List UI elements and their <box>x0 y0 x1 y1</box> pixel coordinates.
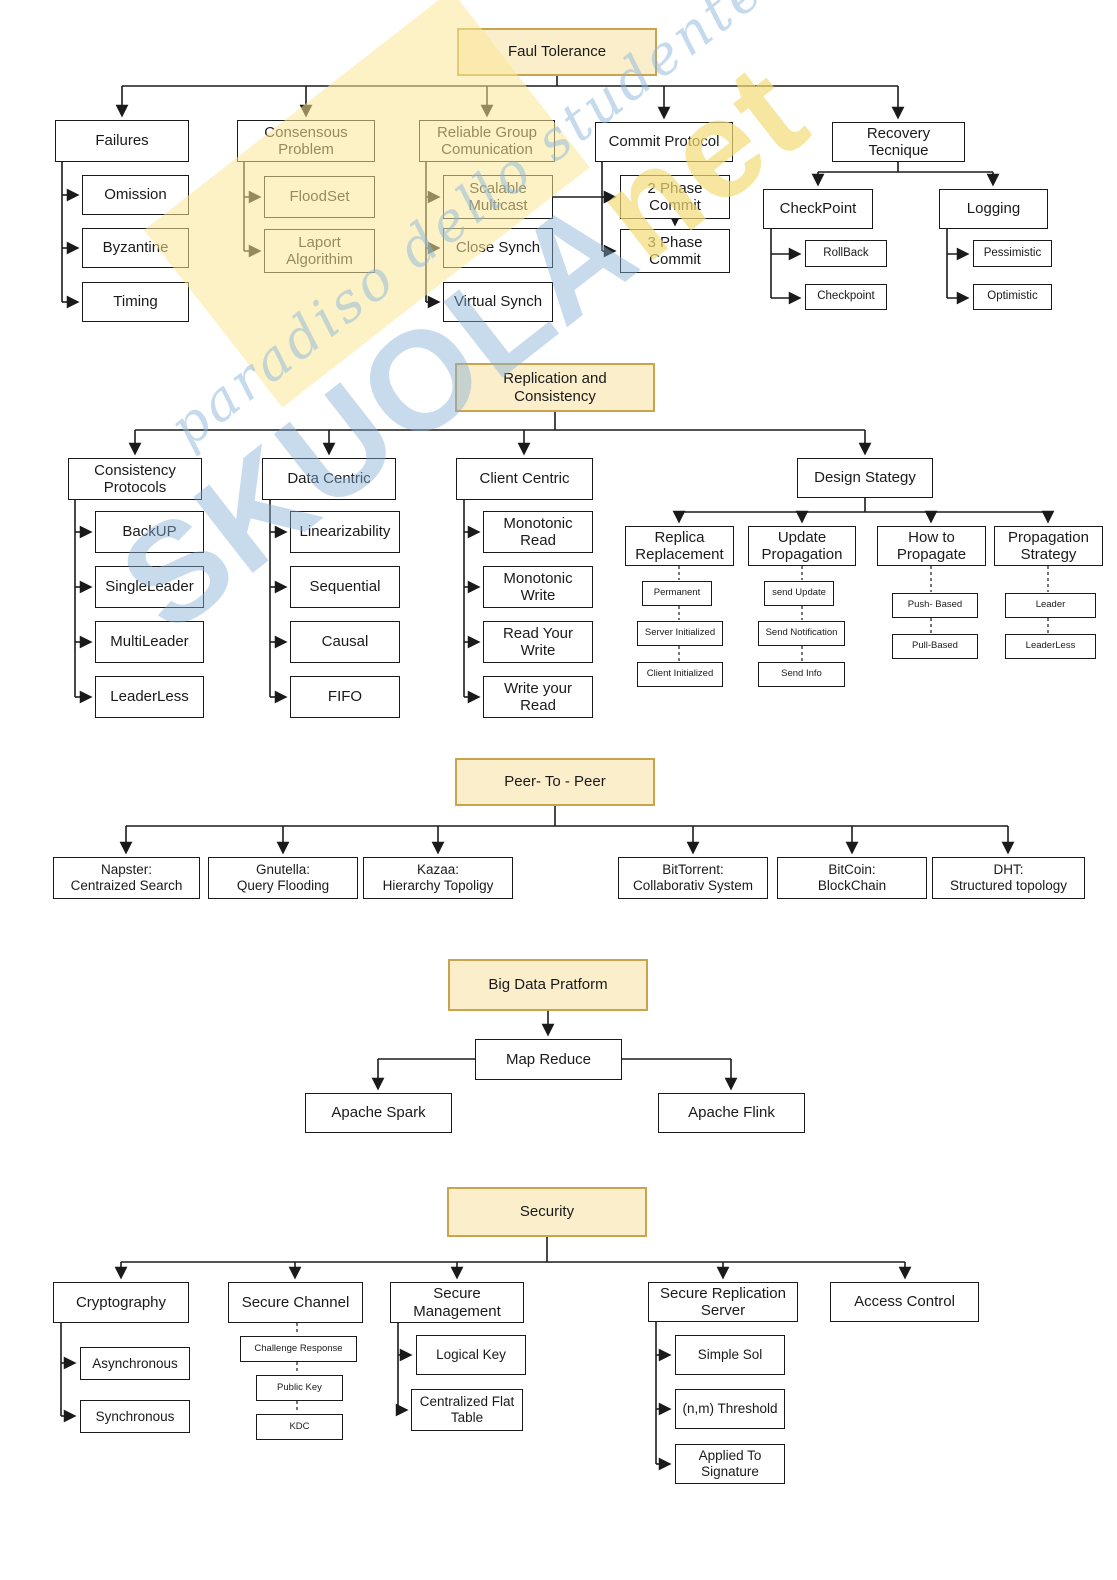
node-centralized-flat-table: Centralized Flat Table <box>411 1389 523 1431</box>
node-secure-channel: Secure Channel <box>228 1282 363 1323</box>
node-faul-tolerance: Faul Tolerance <box>457 28 657 76</box>
node-multileader: MultiLeader <box>95 621 204 663</box>
node-dht: DHT: Structured topology <box>932 857 1085 899</box>
node-floodset: FloodSet <box>264 176 375 218</box>
node-permanent: Permanent <box>642 581 712 606</box>
node-public-key: Public Key <box>256 1375 343 1401</box>
node-send-notification: Send Notification <box>758 621 845 646</box>
node-nm-threshold: (n,m) Threshold <box>675 1389 785 1429</box>
node-bitcoin: BitCoin: BlockChain <box>777 857 927 899</box>
node-bittorrent: BitTorrent: Collaborativ System <box>618 857 768 899</box>
node-sequential: Sequential <box>290 566 400 608</box>
node-optimistic: Optimistic <box>973 284 1052 310</box>
node-failures: Failures <box>55 120 189 162</box>
node-client-centric: Client Centric <box>456 458 593 500</box>
node-linearizability: Linearizability <box>290 511 400 553</box>
node-secure-replication-server: Secure Replication Server <box>648 1282 798 1322</box>
node-gnutella: Gnutella: Query Flooding <box>208 857 358 899</box>
node-applied-to-signature: Applied To Signature <box>675 1444 785 1484</box>
node-pessimistic: Pessimistic <box>973 240 1052 267</box>
node-access-control: Access Control <box>830 1282 979 1322</box>
node-singleleader: SingleLeader <box>95 566 204 608</box>
node-2-phase-commit: 2 Phase Commit <box>620 175 730 219</box>
node-leaderless-strategy: LeaderLess <box>1005 634 1096 659</box>
node-logical-key: Logical Key <box>416 1335 526 1375</box>
node-secure-management: Secure Management <box>390 1282 524 1323</box>
node-apache-spark: Apache Spark <box>305 1093 452 1133</box>
node-challenge-response: Challenge Response <box>240 1336 357 1362</box>
node-checkpoint-leaf: Checkpoint <box>805 284 887 310</box>
node-checkpoint-branch: CheckPoint <box>763 189 873 229</box>
node-replication-consistency: Replication and Consistency <box>455 363 655 412</box>
node-send-update: send Update <box>764 581 834 606</box>
node-reliable-group-comunication: Reliable Group Comunication <box>419 120 555 162</box>
node-kazaa: Kazaa: Hierarchy Topoligy <box>363 857 513 899</box>
node-peer-to-peer: Peer- To - Peer <box>455 758 655 806</box>
node-simple-sol: Simple Sol <box>675 1335 785 1375</box>
node-map-reduce: Map Reduce <box>475 1039 622 1080</box>
node-monotonic-write: Monotonic Write <box>483 566 593 608</box>
node-update-propagation: Update Propagation <box>748 526 856 566</box>
node-monotonic-read: Monotonic Read <box>483 511 593 553</box>
node-recovery-tecnique: Recovery Tecnique <box>832 122 965 162</box>
node-timing: Timing <box>82 282 189 322</box>
node-push-based: Push- Based <box>892 593 978 618</box>
node-design-stategy: Design Stategy <box>797 458 933 498</box>
node-data-centric: Data Centric <box>262 458 396 500</box>
node-logging: Logging <box>939 189 1048 229</box>
node-leaderless-protocol: LeaderLess <box>95 676 204 718</box>
node-cryptography: Cryptography <box>53 1282 189 1323</box>
node-asynchronous: Asynchronous <box>80 1347 190 1380</box>
node-consistency-protocols: Consistency Protocols <box>68 458 202 500</box>
node-apache-flink: Apache Flink <box>658 1093 805 1133</box>
node-pull-based: Pull-Based <box>892 634 978 659</box>
node-backup: BackUP <box>95 511 204 553</box>
node-write-your-read: Write your Read <box>483 676 593 718</box>
node-send-info: Send Info <box>758 662 845 687</box>
node-commit-protocol: Commit Protocol <box>595 122 733 162</box>
node-big-data-pratform: Big Data Pratform <box>448 959 648 1011</box>
node-client-initialized: Client Initialized <box>637 662 723 687</box>
node-3-phase-commit: 3 Phase Commit <box>620 229 730 273</box>
node-replica-replacement: Replica Replacement <box>625 526 734 566</box>
node-causal: Causal <box>290 621 400 663</box>
node-propagation-strategy: Propagation Strategy <box>994 526 1103 566</box>
node-consensous-problem: Consensous Problem <box>237 120 375 162</box>
node-synchronous: Synchronous <box>80 1400 190 1433</box>
node-byzantine: Byzantine <box>82 228 189 268</box>
node-close-synch: Close Synch <box>443 228 553 268</box>
node-rollback: RollBack <box>805 240 887 267</box>
node-napster: Napster: Centraized Search <box>53 857 200 899</box>
node-scalable-multicast: Scalable Multicast <box>443 175 553 219</box>
node-leader: Leader <box>1005 593 1096 618</box>
node-read-your-write: Read Your Write <box>483 621 593 663</box>
node-how-to-propagate: How to Propagate <box>877 526 986 566</box>
node-security: Security <box>447 1187 647 1237</box>
node-server-initialized: Server Initialized <box>637 621 723 646</box>
node-kdc: KDC <box>256 1414 343 1440</box>
node-virtual-synch: Virtual Synch <box>443 282 553 322</box>
node-fifo: FIFO <box>290 676 400 718</box>
node-omission: Omission <box>82 175 189 215</box>
node-laport-algorithim: Laport Algorithim <box>264 229 375 273</box>
